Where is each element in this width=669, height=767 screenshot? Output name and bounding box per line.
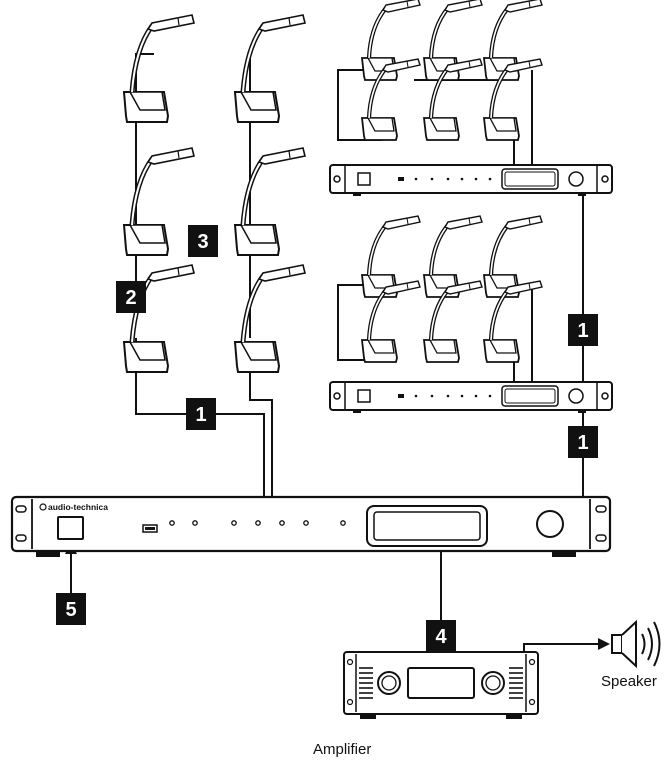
badge-1-upper-right: 1 <box>568 314 598 346</box>
badge-4: 4 <box>426 620 456 652</box>
svg-text:3: 3 <box>197 231 208 253</box>
upper-hub-unit <box>329 164 613 197</box>
brand-logo-text: audio-technica <box>48 502 108 512</box>
amplifier-label: Amplifier <box>313 741 371 758</box>
gooseneck-microphone-icon <box>124 15 194 122</box>
upper-mic-group <box>362 0 542 140</box>
badge-3: 3 <box>188 225 218 257</box>
svg-text:4: 4 <box>435 626 447 648</box>
left-mic-array <box>124 15 305 372</box>
speaker-icon: Speaker <box>601 619 661 690</box>
gooseneck-microphone-icon <box>124 148 194 255</box>
badge-2: 2 <box>116 281 146 313</box>
gooseneck-microphone-icon <box>235 265 305 372</box>
central-control-unit: audio-technica <box>10 495 612 557</box>
svg-text:5: 5 <box>65 599 76 621</box>
svg-text:1: 1 <box>577 432 588 454</box>
badge-1-lower-right: 1 <box>568 426 598 458</box>
svg-text:1: 1 <box>577 320 588 342</box>
svg-text:2: 2 <box>125 287 136 309</box>
amplifier-unit: Amplifier <box>313 651 539 758</box>
badge-5: 5 <box>56 593 86 625</box>
lower-hub-unit <box>329 381 613 414</box>
gooseneck-microphone-icon <box>235 148 305 255</box>
svg-text:1: 1 <box>195 404 206 426</box>
speaker-label: Speaker <box>601 673 657 690</box>
badge-1-left: 1 <box>186 398 216 430</box>
lower-mic-group <box>362 216 542 362</box>
gooseneck-microphone-icon <box>235 15 305 122</box>
